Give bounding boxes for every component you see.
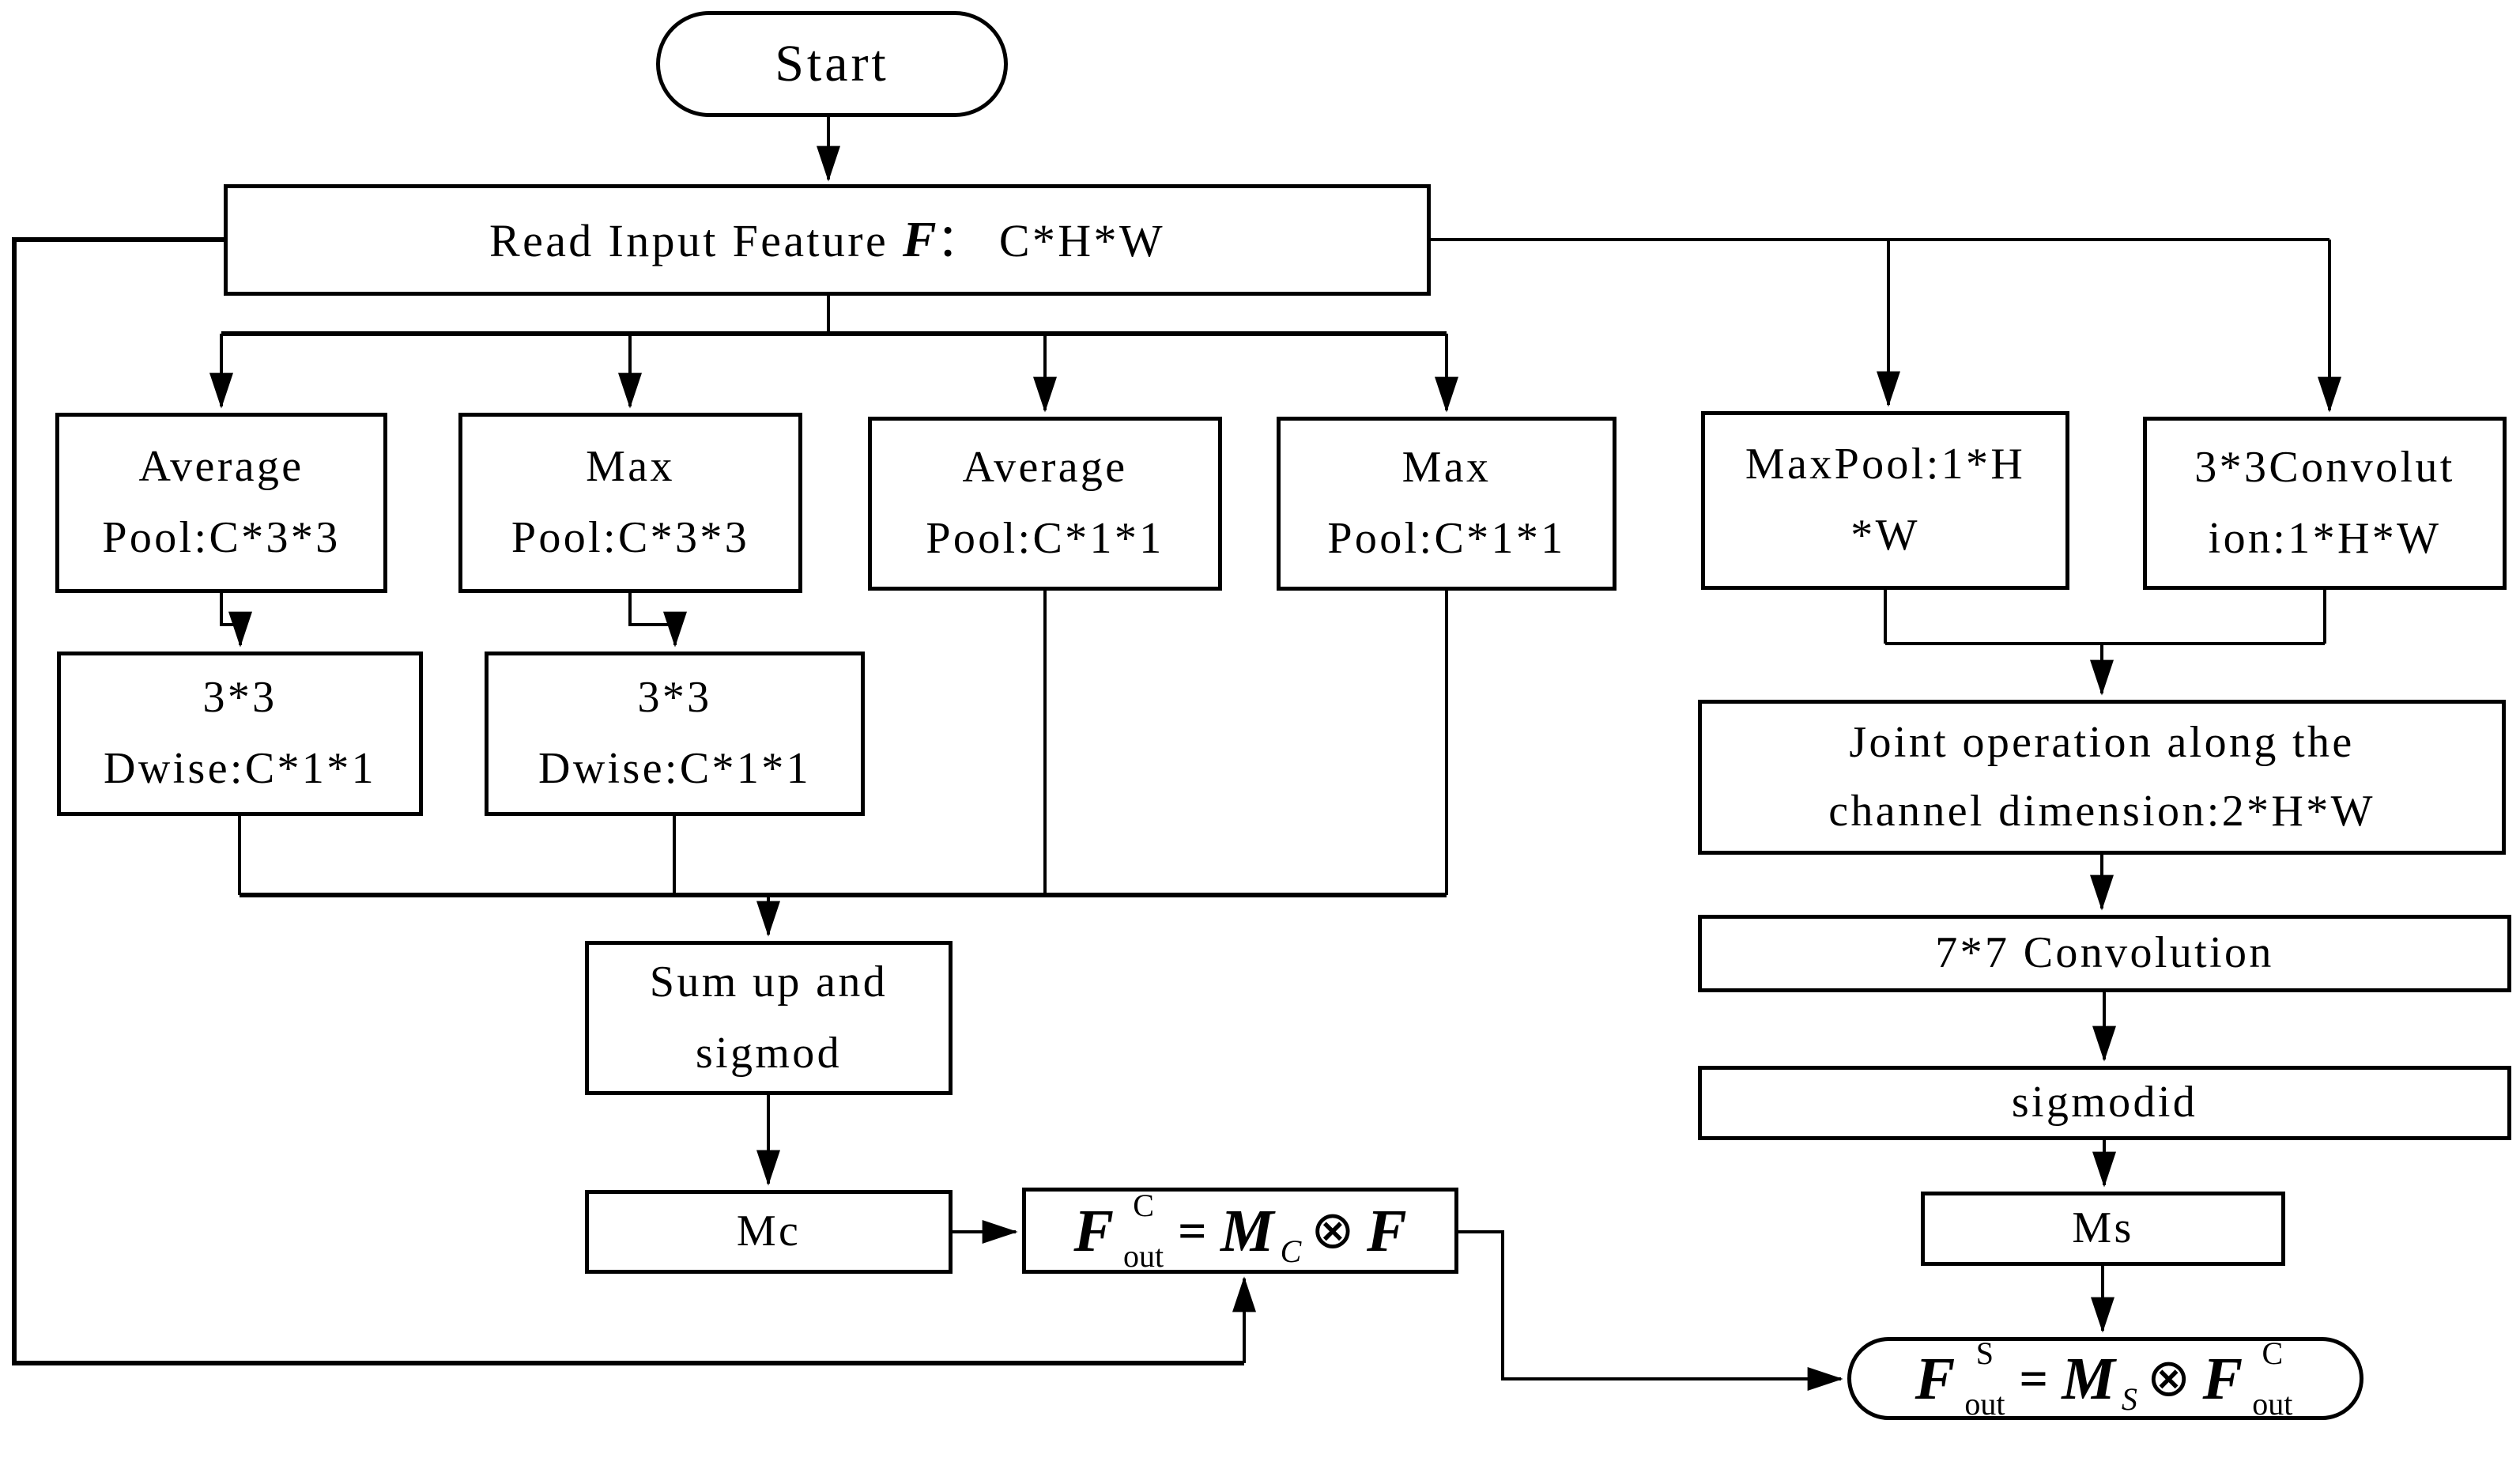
max-pool-1x1-line2: Pool:C*1*1 [1327, 514, 1566, 563]
sum-sigmod-line2: sigmod [695, 1028, 843, 1078]
read-input-dims: C*H*W [984, 215, 1165, 267]
foutc-m: M [1220, 1197, 1274, 1264]
max-pool-3x3-line1: Max [586, 442, 675, 492]
max-pool-3x3-line2: Pool:C*3*3 [511, 513, 750, 562]
foutc-supsub: C out [1123, 1187, 1164, 1274]
mc-label: Mc [736, 1207, 802, 1256]
conv3x3-1hw-line1: 3*3Convolut [2194, 442, 2455, 492]
foutc-sup: C [1133, 1187, 1154, 1223]
dwise-2-line1: 3*3 [637, 673, 712, 723]
circled-times-icon: ⊗ [2146, 1349, 2194, 1407]
avg-pool-3x3-line1: Average [138, 442, 304, 492]
avg-pool-1x1-line2: Pool:C*1*1 [926, 514, 1164, 563]
fouts-m: M [2062, 1345, 2115, 1412]
connectors [12, 117, 2341, 1391]
fouts-m-sub: S [2121, 1380, 2137, 1417]
foutc-m-sub: C [1280, 1233, 1302, 1269]
node-read-input: Read Input Feature F： C*H*W [224, 184, 1431, 296]
wire-left-feedback [12, 237, 1244, 1365]
node-joint-operation: Joint operation along the channel dimens… [1698, 700, 2506, 855]
read-input-label: Read Input Feature F： C*H*W [489, 199, 1165, 280]
dwise-1-line1: 3*3 [202, 673, 277, 723]
read-input-text: Read Input Feature [489, 215, 903, 267]
fouts-f2-sup: C [2262, 1335, 2284, 1371]
ms-label: Ms [2072, 1203, 2134, 1253]
node-average-pool-3x3: Average Pool:C*3*3 [55, 413, 387, 593]
maxpool-1hw-line1: MaxPool:1*H [1745, 440, 2026, 489]
avg-pool-1x1-line1: Average [962, 443, 1128, 493]
foutc-f: F [1073, 1197, 1115, 1264]
node-max-pool-1x1: Max Pool:C*1*1 [1277, 417, 1616, 591]
max-pool-1x1-line1: Max [1401, 443, 1492, 493]
node-conv3x3-1hw: 3*3Convolut ion:1*H*W [2143, 417, 2507, 590]
maxpool-1hw-line2: *W [1850, 511, 1920, 560]
feature-symbol: F [902, 211, 937, 268]
circled-times-icon: ⊗ [1311, 1201, 1357, 1260]
fouts-sup: S [1975, 1335, 1994, 1371]
node-fout-c: F C out = M C ⊗ F [1022, 1188, 1458, 1274]
node-sum-sigmod: Sum up and sigmod [585, 941, 953, 1095]
arrow-avg33-dwise1 [220, 593, 252, 648]
fouts-equals: = [2019, 1350, 2051, 1407]
node-dwise-1: 3*3 Dwise:C*1*1 [57, 652, 423, 816]
foutc-f2: F [1366, 1197, 1407, 1264]
joint-op-line2: channel dimension:2*H*W [1828, 787, 2375, 836]
node-dwise-2: 3*3 Dwise:C*1*1 [485, 652, 865, 816]
node-max-pool-3x3: Max Pool:C*3*3 [458, 413, 802, 593]
joint-op-line1: Joint operation along the [1849, 718, 2355, 768]
node-conv7x7: 7*7 Convolution [1698, 915, 2511, 992]
dwise-2-line2: Dwise:C*1*1 [538, 744, 811, 793]
sigmodid-label: sigmodid [2011, 1078, 2198, 1127]
foutc-sub: out [1123, 1237, 1164, 1274]
conv7x7-label: 7*7 Convolution [1935, 928, 2274, 978]
arrow-foutc-fouts [1458, 1230, 1843, 1391]
fouts-f2-supsub: C out [2252, 1335, 2293, 1422]
fouts-supsub: S out [1964, 1335, 2005, 1422]
avg-pool-3x3-line2: Pool:C*3*3 [102, 513, 341, 562]
conv3x3-1hw-line2: ion:1*H*W [2208, 513, 2442, 563]
start-label: Start [775, 35, 889, 93]
sum-sigmod-line1: Sum up and [649, 957, 888, 1007]
node-mc: Mc [585, 1190, 953, 1274]
dwise-1-line2: Dwise:C*1*1 [104, 744, 376, 793]
node-sigmodid: sigmodid [1698, 1066, 2511, 1140]
node-ms: Ms [1921, 1192, 2285, 1266]
node-fout-s: F S out = M S ⊗ F C out [1847, 1337, 2363, 1420]
fouts-sub: out [1964, 1385, 2005, 1422]
foutc-equals: = [1178, 1202, 1210, 1259]
node-maxpool-1hw: MaxPool:1*H *W [1701, 411, 2069, 590]
node-start: Start [656, 11, 1008, 117]
fouts-f2: F [2202, 1345, 2243, 1412]
arrow-max33-dwise2 [628, 593, 687, 648]
fouts-f: F [1915, 1345, 1956, 1412]
node-average-pool-1x1: Average Pool:C*1*1 [868, 417, 1222, 591]
fouts-f2-sub: out [2252, 1385, 2293, 1422]
read-input-colon: ： [936, 215, 985, 267]
